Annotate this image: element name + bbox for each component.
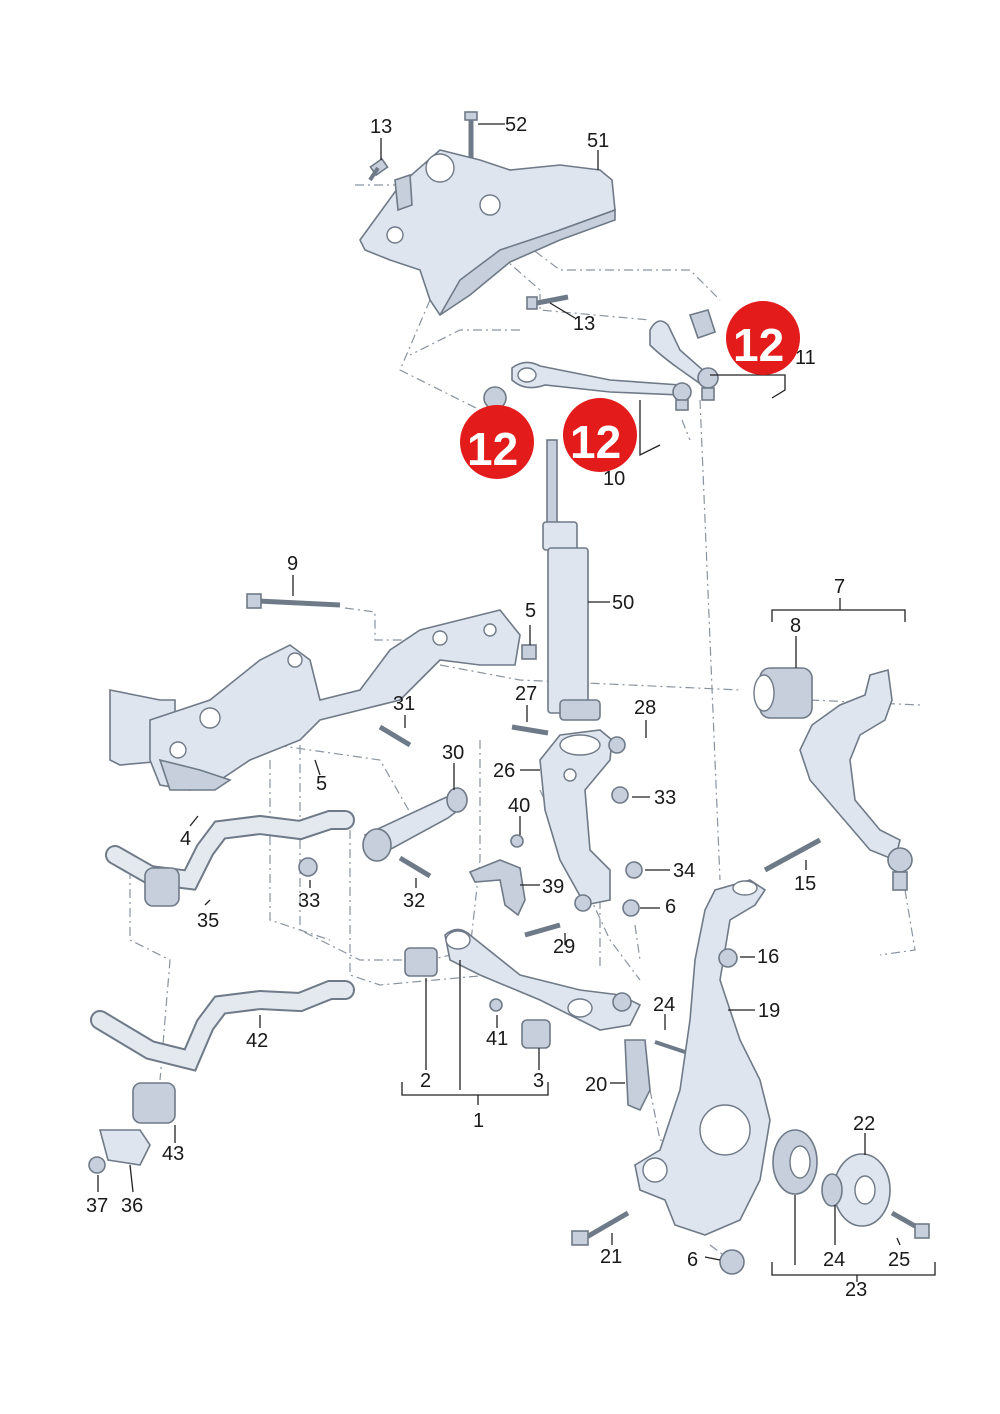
badge-12-left-label: 12 <box>467 423 518 475</box>
lower-control-arm-1 <box>404 928 642 1049</box>
callout-22: 22 <box>853 1113 875 1135</box>
callout-32: 32 <box>403 890 425 912</box>
badge-12-right-label: 12 <box>733 319 784 371</box>
subframe-mount-part <box>359 149 616 317</box>
callout-13b: 13 <box>573 313 595 335</box>
callout-24a: 24 <box>653 994 675 1016</box>
callout-8: 8 <box>790 615 801 637</box>
callout-27: 27 <box>515 683 537 705</box>
callout-7: 7 <box>834 576 845 598</box>
control-arm-7 <box>753 667 913 891</box>
callout-51: 51 <box>587 130 609 152</box>
wheel-bearing-24 <box>772 1129 818 1195</box>
callout-26: 26 <box>493 760 515 782</box>
upper-control-arm-11 <box>649 309 719 401</box>
callout-6a: 6 <box>665 896 676 918</box>
callout-5a: 5 <box>525 600 536 622</box>
sensor-bracket-39 <box>468 834 561 938</box>
callout-35: 35 <box>197 910 219 932</box>
callout-11: 11 <box>795 347 816 369</box>
callout-2: 2 <box>420 1070 431 1092</box>
callout-34: 34 <box>673 860 695 882</box>
callout-3: 3 <box>533 1070 544 1092</box>
callout-36: 36 <box>121 1195 143 1217</box>
callout-23: 23 <box>845 1279 867 1301</box>
callout-21: 21 <box>600 1246 622 1268</box>
wheel-hub-22 <box>821 1153 930 1239</box>
callout-25: 25 <box>888 1249 910 1271</box>
callout-9: 9 <box>287 553 298 575</box>
badge-12-center: 12 <box>563 398 637 472</box>
callout-labels: 13 52 51 13 11 10 50 9 5 7 8 31 27 28 30… <box>86 114 910 1301</box>
callout-4: 4 <box>180 828 191 850</box>
callout-50: 50 <box>612 592 634 614</box>
wheel-carrier-19 <box>571 837 822 1275</box>
coupling-rod-30 <box>362 724 468 879</box>
stabilizer-bar-42 <box>88 980 355 1174</box>
badge-12-right: 12 <box>726 301 800 375</box>
callout-37: 37 <box>86 1195 108 1217</box>
leader-lines <box>97 123 936 1282</box>
callout-15: 15 <box>794 873 816 895</box>
bolt-13-mid <box>526 294 569 310</box>
bolt-52 <box>464 111 478 158</box>
callout-40: 40 <box>508 795 530 817</box>
callout-13a: 13 <box>370 116 392 138</box>
callout-52: 52 <box>505 114 527 136</box>
callout-19: 19 <box>758 1000 780 1022</box>
callout-33a: 33 <box>654 787 676 809</box>
callout-28: 28 <box>634 697 656 719</box>
bolt-13-top <box>368 157 389 182</box>
callout-16: 16 <box>757 946 779 968</box>
strut-fork-26 <box>511 724 643 917</box>
callout-24b: 24 <box>823 1249 845 1271</box>
callout-33b: 33 <box>298 890 320 912</box>
callout-41: 41 <box>486 1028 508 1050</box>
shock-absorber-part <box>542 439 601 721</box>
callout-20: 20 <box>585 1074 607 1096</box>
callout-5b: 5 <box>316 773 327 795</box>
callout-43: 43 <box>162 1143 184 1165</box>
callout-42: 42 <box>246 1030 268 1052</box>
callout-29: 29 <box>553 936 575 958</box>
badge-12-left: 12 <box>460 405 534 479</box>
callout-10: 10 <box>603 468 625 490</box>
callout-30: 30 <box>442 742 464 764</box>
callout-39: 39 <box>542 876 564 898</box>
stabilizer-bar-35 <box>105 810 355 907</box>
callout-6b: 6 <box>687 1249 698 1271</box>
badge-12-center-label: 12 <box>570 416 621 468</box>
callout-1: 1 <box>473 1110 484 1132</box>
subframe-part <box>109 593 537 791</box>
callout-31: 31 <box>393 693 415 715</box>
